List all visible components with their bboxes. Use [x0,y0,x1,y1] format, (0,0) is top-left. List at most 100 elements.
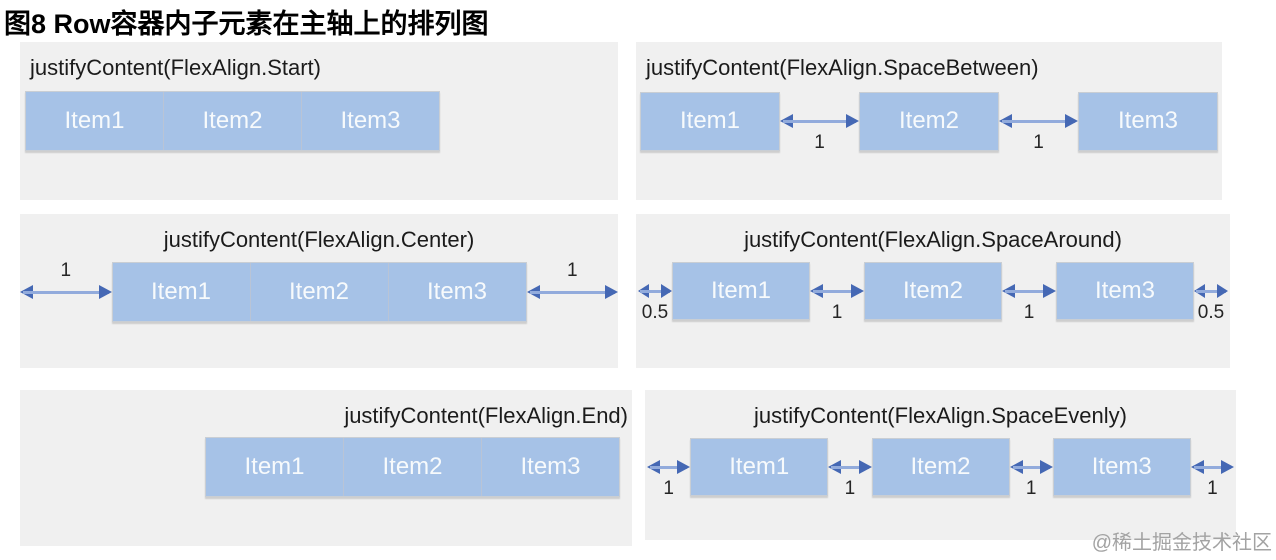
item-block-1: Item1 [672,262,810,320]
arrow-shaft [1005,290,1053,293]
panel-title-spacearound: justifyContent(FlexAlign.SpaceAround) [744,227,1122,252]
gap-size-label: 0.5 [1197,302,1225,323]
item-block-3: Item3 [1052,437,1191,496]
item-group: Item1 Item2 Item3 [111,262,527,322]
double-arrow-icon [1002,283,1056,299]
spacing-gap: 1 [20,260,112,322]
double-arrow-icon [638,283,672,299]
arrowhead-right-icon [1065,114,1078,128]
arrow-shaft [813,290,861,293]
arrow-shaft [1012,465,1050,469]
gap-size-label: 1 [1023,302,1035,323]
gap-size-label: 1 [814,132,825,153]
panel-flexalign-start: justifyContent(FlexAlign.Start) Item1 It… [20,42,618,200]
arrowhead-right-icon [1221,459,1234,474]
arrowhead-right-icon [1043,284,1056,298]
arrowhead-right-icon [851,284,864,298]
arrow-shaft [1002,120,1075,123]
items-row: 1 Item1 1 Item2 1 Item3 1 [647,437,1234,499]
item-block-2: Item2 [163,92,301,150]
arrow-shaft [783,120,856,123]
double-arrow-icon [647,459,691,475]
watermark: @稀土掘金技术社区 [1091,532,1272,554]
arrow-shaft [831,465,869,469]
double-arrow-icon [999,113,1078,129]
panel-title-spacebetween: justifyContent(FlexAlign.SpaceBetween) [646,55,1039,80]
arrowhead-right-icon [605,285,618,299]
figure-title: 图8 Row容器内子元素在主轴上的排列图 [4,9,489,39]
panel-flexalign-spacebetween: justifyContent(FlexAlign.SpaceBetween) I… [636,42,1222,200]
items-row: Item1 Item2 Item3 [25,91,440,151]
items-row: 1 Item1 Item2 Item3 1 [20,260,618,322]
panel-title-spaceevenly: justifyContent(FlexAlign.SpaceEvenly) [754,403,1127,428]
gap-size-label: 1 [1207,477,1218,499]
gap-size-label: 1 [831,302,843,323]
gap-size-label: 0.5 [641,302,669,323]
item-group: Item1 Item2 Item3 [205,437,620,497]
item-block-3: Item3 [301,92,439,150]
arrowhead-right-icon [677,459,691,474]
spacing-gap: 1 [828,438,872,499]
gap-size-label: 1 [663,477,674,499]
panel-flexalign-spaceevenly: justifyContent(FlexAlign.SpaceEvenly) 1 … [645,390,1236,540]
spacing-gap: 1 [1002,262,1056,323]
panel-flexalign-spacearound: justifyContent(FlexAlign.SpaceAround) 0.… [636,214,1230,368]
item-block-3: Item3 [387,263,526,321]
panel-flexalign-center: justifyContent(FlexAlign.Center) 1 Item1… [20,214,618,368]
double-arrow-icon [1194,283,1228,299]
arrow-shaft [650,465,688,469]
arrow-shaft [1193,465,1231,469]
panel-title-end: justifyContent(FlexAlign.End) [344,403,628,428]
arrowhead-right-icon [661,284,672,298]
arrowhead-right-icon [846,114,859,128]
arrow-shaft [23,291,109,294]
spacing-gap: 1 [1190,438,1234,499]
double-arrow-icon [780,113,859,129]
gap-size-label: 1 [1033,132,1044,153]
items-row: Item1 Item2 Item3 [205,437,620,497]
double-arrow-icon [1009,459,1053,475]
double-arrow-icon [828,459,872,475]
spacing-gap: 1 [526,260,618,322]
arrowhead-right-icon [1039,459,1053,474]
arrowhead-right-icon [1217,284,1228,298]
spacing-gap: 1 [1009,438,1053,498]
arrow-shaft [529,291,615,294]
edge-spacing-gap: 0.5 [638,262,672,323]
double-arrow-icon [20,284,112,300]
spacing-gap: 1 [810,262,864,323]
items-row: 0.5 Item1 1 Item2 1 Item3 0.5 [638,262,1228,323]
arrowhead-right-icon [858,459,872,474]
gap-size-label: 1 [566,260,578,281]
arrow-shaft [1196,290,1226,293]
gap-size-label: 1 [844,477,856,499]
item-block-2: Item2 [859,91,999,151]
spacing-gap: 1 [999,91,1078,153]
panel-flexalign-end: justifyContent(FlexAlign.End) Item1 Item… [20,390,632,546]
arrowhead-right-icon [98,285,112,299]
item-block-2: Item2 [343,438,481,496]
item-block-2: Item2 [864,262,1002,320]
item-block-3: Item3 [481,438,619,496]
item-block-1: Item1 [690,437,829,496]
items-row: Item1 1 Item2 1 Item3 [640,91,1218,153]
item-block-2: Item2 [871,437,1010,496]
double-arrow-icon [526,284,618,300]
item-block-1: Item1 [112,263,250,321]
double-arrow-icon [1190,459,1234,475]
spacing-gap: 1 [780,91,859,153]
spacing-gap: 1 [647,438,691,499]
item-block-1: Item1 [640,91,780,151]
item-block-1: Item1 [206,438,343,496]
item-group: Item1 Item2 Item3 [25,91,440,151]
panel-title-start: justifyContent(FlexAlign.Start) [30,55,321,80]
edge-spacing-gap: 0.5 [1194,262,1228,323]
gap-size-label: 1 [60,260,72,281]
double-arrow-icon [810,283,864,299]
item-block-2: Item2 [249,263,388,321]
item-block-1: Item1 [26,92,163,150]
panel-title-center: justifyContent(FlexAlign.Center) [163,227,475,252]
item-block-3: Item3 [1056,262,1194,320]
item-block-3: Item3 [1078,91,1218,151]
